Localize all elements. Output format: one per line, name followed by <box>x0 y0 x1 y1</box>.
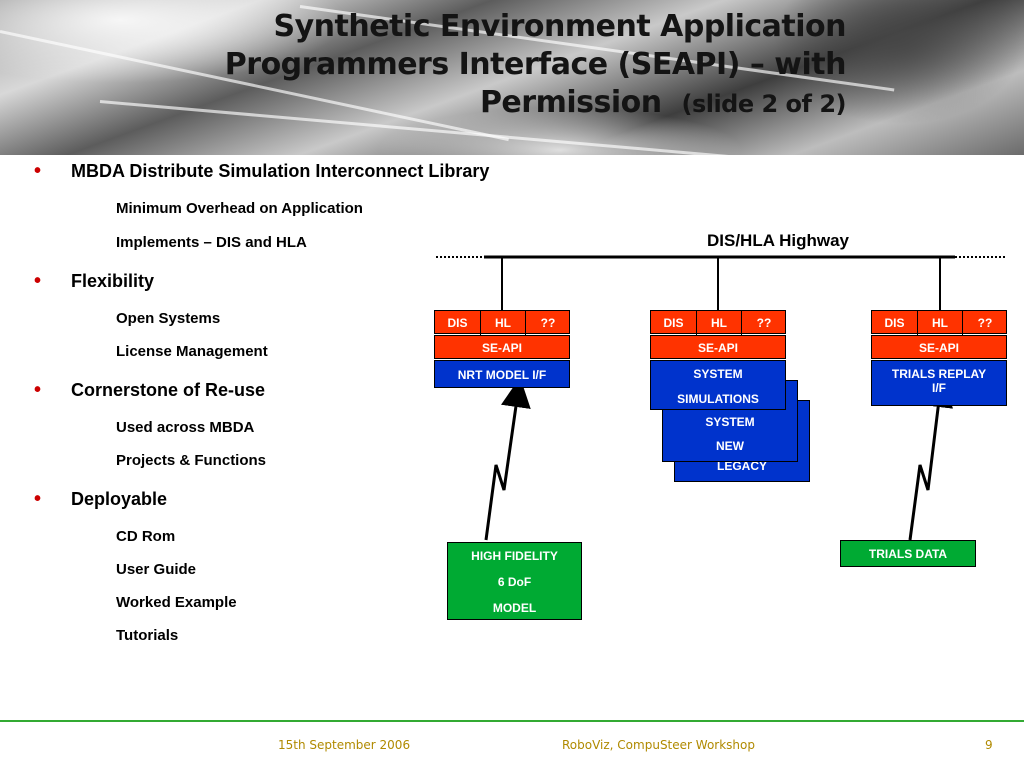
new-label: NEW <box>716 439 744 453</box>
sub-bullet: Tutorials <box>116 627 179 644</box>
sub-bullet: Worked Example <box>116 594 237 611</box>
hl-cell: HL <box>481 311 526 335</box>
title-line-1: Synthetic Environment Application <box>273 9 847 44</box>
sub-bullet: Projects & Functions <box>116 452 267 469</box>
bullet-item: • MBDA Distribute Simulation Interconnect… <box>34 160 489 183</box>
hifi-line2: 6 DoF <box>497 575 532 589</box>
protocol-row-center: DIS HL ?? <box>650 310 786 335</box>
unknown-cell: ?? <box>756 316 772 330</box>
title-line-3: Permission <box>479 85 662 120</box>
footer-divider <box>0 720 1024 722</box>
bullet-dot-icon: • <box>34 270 42 292</box>
new-system-label: SYSTEM <box>705 415 755 429</box>
dis-cell: DIS <box>435 311 481 335</box>
system-simulations-box: SYSTEM SIMULATIONS <box>650 360 786 410</box>
hl-cell: HL <box>918 311 963 335</box>
sub-bullet: User Guide <box>116 561 197 578</box>
sub-bullet: Minimum Overhead on Application <box>116 200 363 217</box>
bullet-dot-icon: • <box>34 379 42 401</box>
title-line-2: Programmers Interface (SEAPI) – with <box>224 47 847 82</box>
sub-bullet: Implements – DIS and HLA <box>116 234 307 251</box>
system-label: SYSTEM <box>693 367 743 381</box>
seapi-left: SE-API <box>434 335 570 359</box>
protocol-row-right: DIS HL ?? <box>871 310 1007 335</box>
page-number: 9 <box>985 738 993 752</box>
bullet-label: Flexibility <box>71 271 155 291</box>
bullet-item: • Flexibility <box>34 270 154 293</box>
sub-bullet: Open Systems <box>116 310 221 327</box>
trials-replay-line1: TRIALS REPLAY <box>891 367 987 381</box>
dis-cell: DIS <box>872 311 918 335</box>
trials-data-box: TRIALS DATA <box>840 540 976 567</box>
sub-bullet: Used across MBDA <box>116 419 255 436</box>
unknown-cell: ?? <box>977 316 993 330</box>
dis-cell: DIS <box>651 311 697 335</box>
trials-replay-line2: I/F <box>932 381 946 395</box>
footer-date: 15th September 2006 <box>278 738 411 752</box>
bullet-label: MBDA Distribute Simulation Interconnect … <box>71 161 490 181</box>
title-subtitle: (slide 2 of 2) <box>681 90 846 118</box>
trials-replay-box: TRIALS REPLAY I/F <box>871 360 1007 406</box>
header-banner: Synthetic Environment Application Progra… <box>0 0 1024 155</box>
protocol-row-left: DIS HL ?? <box>434 310 570 335</box>
seapi-right: SE-API <box>871 335 1007 359</box>
unknown-cell: ?? <box>540 316 556 330</box>
footer-event: RoboViz, CompuSteer Workshop <box>562 738 755 752</box>
slide-title: Synthetic Environment Application Progra… <box>126 8 847 123</box>
hifi-link-arrow <box>484 377 531 541</box>
legacy-label: LEGACY <box>716 459 767 473</box>
hifi-line3: MODEL <box>492 601 537 615</box>
hifi-model-box: HIGH FIDELITY 6 DoF MODEL <box>447 542 582 620</box>
highway-label: DIS/HLA Highway <box>707 231 849 250</box>
seapi-center: SE-API <box>650 335 786 359</box>
bullet-dot-icon: • <box>34 488 42 510</box>
nrt-model-box: NRT MODEL I/F <box>434 360 570 388</box>
bullet-dot-icon: • <box>34 160 42 182</box>
sub-bullet: CD Rom <box>116 528 176 545</box>
bullet-item: • Cornerstone of Re-use <box>34 379 265 402</box>
sub-bullet: License Management <box>116 343 268 360</box>
bullet-item: • Deployable <box>34 488 167 511</box>
hl-cell: HL <box>697 311 742 335</box>
bullet-label: Cornerstone of Re-use <box>71 380 266 400</box>
hifi-line1: HIGH FIDELITY <box>471 549 558 563</box>
trials-link-arrow <box>908 377 954 541</box>
bullet-label: Deployable <box>71 489 168 509</box>
simulations-label: SIMULATIONS <box>677 392 759 406</box>
